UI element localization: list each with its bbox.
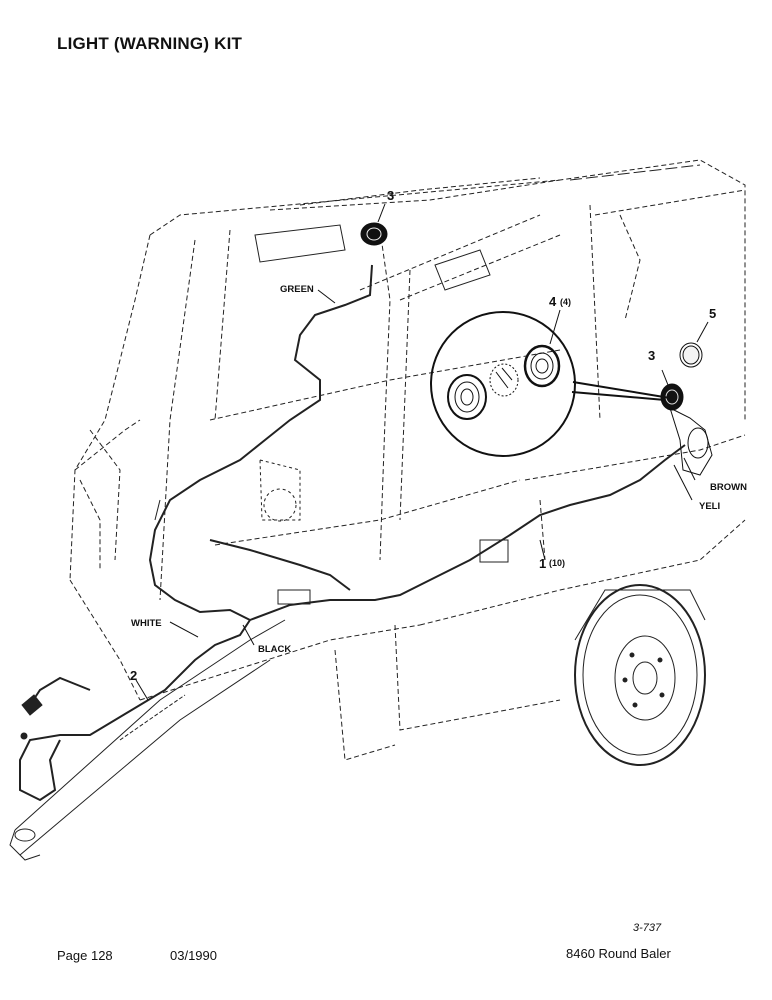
wire-label-yellow: YELI [699,501,720,512]
warning-lamp-right [660,369,713,476]
bracket [277,589,311,605]
callout-3-right: 3 [648,348,655,363]
callout-4-qty: (4) [560,297,571,307]
footer-page: Page 128 [57,948,113,963]
wheel [574,584,706,766]
callout-5: 5 [709,306,716,321]
detail-inset [430,309,671,457]
warning-lamp-top [360,203,388,246]
footer-date: 03/1990 [170,948,217,963]
lens-item-5 [679,321,709,368]
baler-body [69,159,746,761]
wire-label-green: GREEN [280,284,314,295]
callout-1-qty: (10) [549,558,565,568]
wire-label-brown: BROWN [710,482,747,493]
figure-number: 3-737 [633,922,662,934]
wire-label-black: BLACK [258,644,291,655]
wire-label-white: WHITE [131,618,162,629]
junction-box [479,539,509,563]
wiring-harness [19,264,686,802]
callout-3-top: 3 [387,188,394,203]
footer-model: 8460 Round Baler [566,946,671,961]
hitch-tongue [9,619,286,861]
callout-1: 1 [539,556,546,571]
page-title: LIGHT (WARNING) KIT [57,34,243,53]
callout-2: 2 [130,668,137,683]
leader-lines [135,289,696,701]
callout-4: 4 [549,294,557,309]
